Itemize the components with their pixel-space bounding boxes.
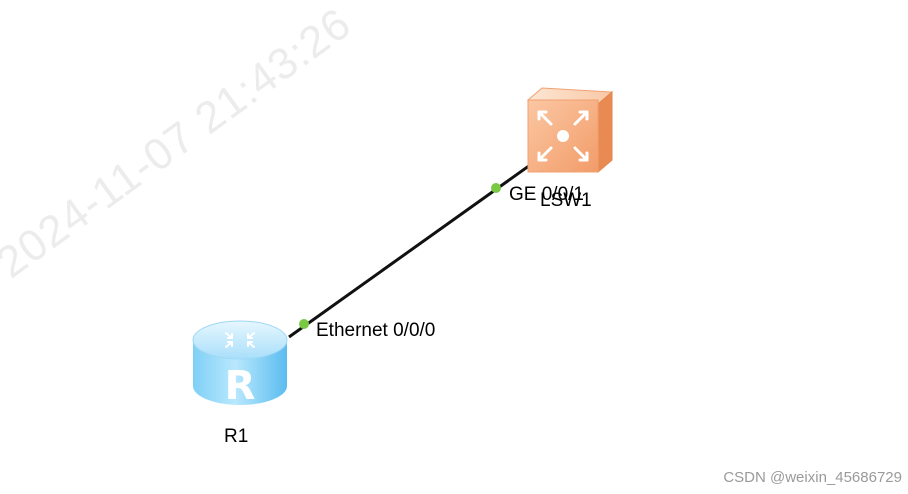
switch-name-label: LSW1 — [540, 190, 592, 211]
router-port-status-dot — [299, 319, 309, 329]
csdn-credit: CSDN @weixin_45686729 — [723, 469, 902, 486]
switch-port-status-dot — [491, 183, 501, 193]
router-r1-icon[interactable]: R — [192, 320, 288, 409]
switch-port-label: GE 0/0/1 — [509, 184, 584, 205]
switch-lsw1-icon[interactable] — [526, 87, 614, 174]
router-name-label: R1 — [224, 426, 249, 447]
router-port-label: Ethernet 0/0/0 — [316, 320, 436, 341]
link-line[interactable] — [288, 156, 541, 339]
svg-text:R: R — [225, 363, 256, 409]
